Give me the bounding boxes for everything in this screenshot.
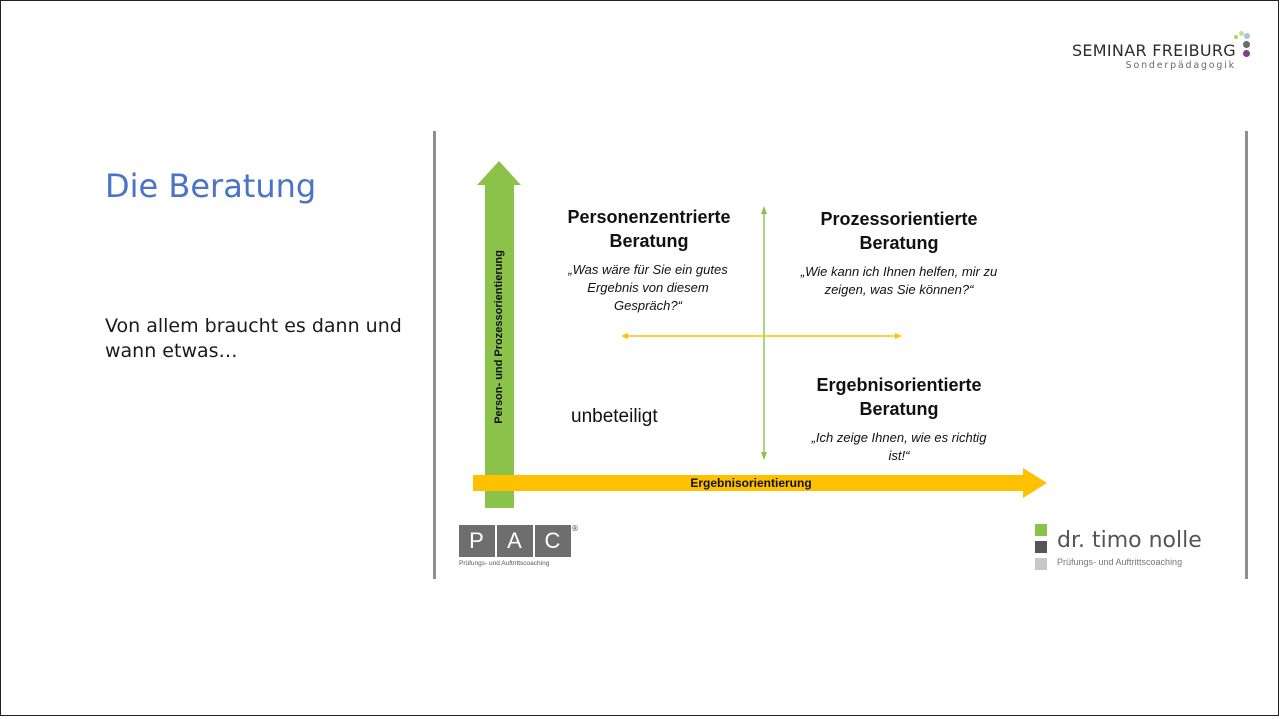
pac-registered-mark: ® [571,524,579,533]
frame-right-line [1245,131,1248,579]
quadrant-quote-ergebnisorientiert: „Ich zeige Ihnen, wie es richtig ist!“ [811,430,987,463]
x-axis-arrow [473,468,1047,498]
brand-subtitle: Sonderpädagogik [1125,60,1236,71]
brand-logo: SEMINAR FREIBURG Sonderpädagogik [1071,31,1250,71]
x-axis-label: Ergebnisorientierung [690,476,812,490]
vertical-divider-arrow-bottom [761,452,767,460]
frame-left-line [433,131,436,579]
brand-dots-icon [1234,27,1250,59]
timo-nolle-name: dr. timo nolle [1057,528,1202,553]
pac-logo: P A C ® Prüfungs- und Auftrittscoaching [459,524,579,567]
vertical-divider-arrow-top [761,206,767,214]
slide-body-text: Von allem braucht es dann und wann etwas… [105,315,402,362]
logo-square-green-icon [1035,524,1047,536]
quadrant-title-prozessorientiert: Prozessorientierte Beratung [820,209,978,253]
quadrant-quote-prozessorientiert: „Wie kann ich Ihnen helfen, mir zu zeige… [800,264,998,297]
pac-letter-c: C [535,525,571,557]
quadrant-label-unbeteiligt: unbeteiligt [571,406,658,427]
pac-letter-p: P [459,525,495,557]
y-axis-arrow [477,161,521,508]
slide-title: Die Beratung [105,167,317,205]
quadrant-title-ergebnisorientiert: Ergebnisorientierte Beratung [816,375,982,419]
pac-subtitle: Prüfungs- und Auftrittscoaching [459,560,550,567]
quadrant-quote-personenzentriert: „Was wäre für Sie ein gutes Ergebnis von… [568,262,728,313]
quadrant-title-personenzentriert: Personenzentrierte Beratung [567,207,731,251]
logo-square-light-icon [1035,558,1047,570]
logo-square-dark-icon [1035,541,1047,553]
horizontal-divider-arrow-left [621,333,628,339]
brand-name: SEMINAR FREIBURG [1071,41,1236,60]
timo-nolle-subtitle: Prüfungs- und Auftrittscoaching [1057,557,1183,567]
y-axis-label: Person- und Prozessorientierung [493,250,505,424]
horizontal-divider-arrow-right [895,333,902,339]
pac-letter-a: A [497,525,533,557]
